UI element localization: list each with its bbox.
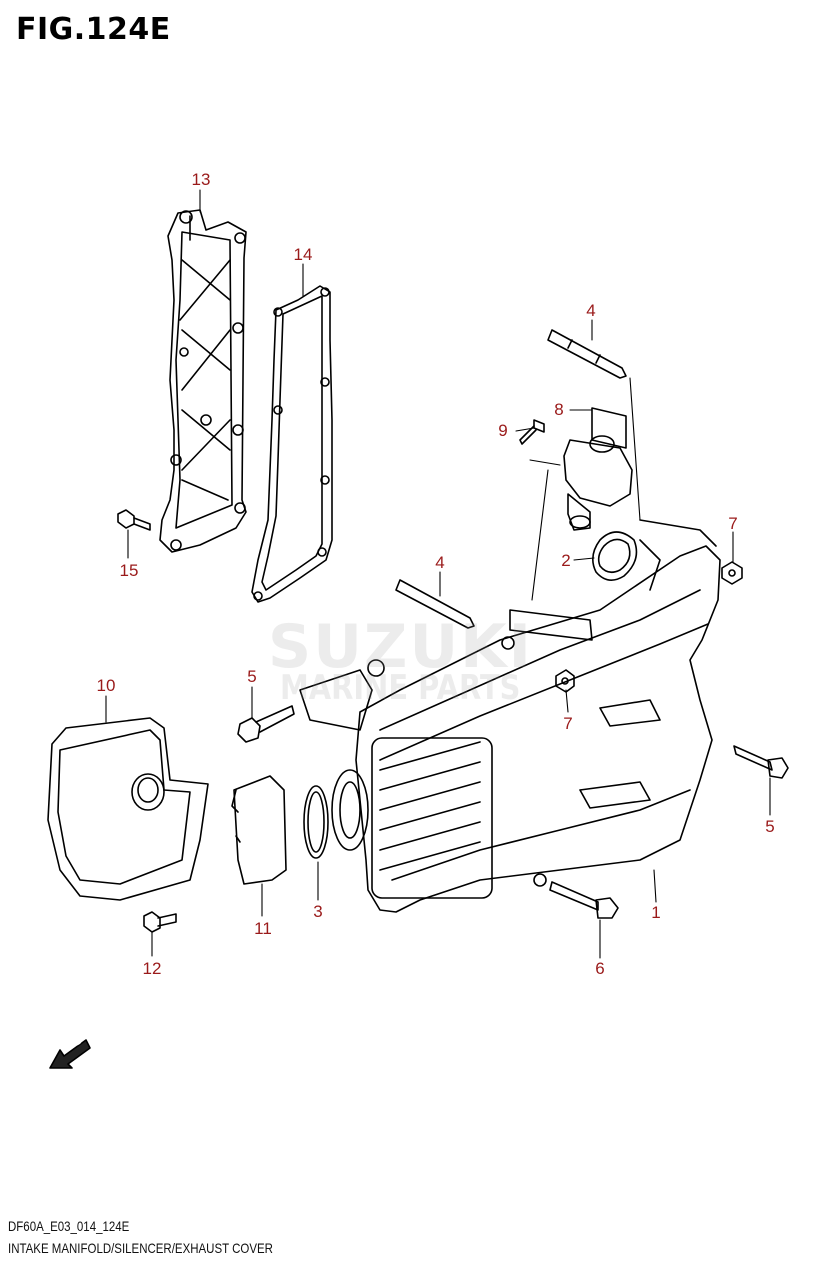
callout-9: 9 bbox=[498, 421, 508, 440]
o-ring-part-3 bbox=[303, 785, 329, 859]
figure-caption: INTAKE MANIFOLD/SILENCER/EXHAUST COVER bbox=[8, 1240, 273, 1256]
stud-part-4-upper bbox=[547, 329, 627, 379]
callout-4-upper: 4 bbox=[586, 301, 596, 320]
callout-7-lower: 7 bbox=[563, 714, 573, 733]
callout-15: 15 bbox=[119, 561, 139, 580]
exhaust-cover-part-13 bbox=[159, 209, 247, 553]
callout-13: 13 bbox=[191, 170, 211, 189]
callout-11: 11 bbox=[254, 919, 272, 938]
callout-12: 12 bbox=[142, 959, 162, 978]
gasket-part-14 bbox=[251, 285, 333, 603]
callout-2: 2 bbox=[561, 551, 571, 570]
callout-5-right: 5 bbox=[765, 817, 775, 836]
collar-part-11 bbox=[231, 775, 287, 885]
callout-5-left: 5 bbox=[247, 667, 257, 686]
figure-title: FIG.124E bbox=[16, 12, 171, 47]
callout-8: 8 bbox=[554, 400, 564, 419]
sensor-part-8 bbox=[563, 407, 633, 531]
bolt-part-15 bbox=[117, 509, 151, 531]
callout-7-upper: 7 bbox=[728, 514, 738, 533]
bolt-part-12 bbox=[143, 911, 177, 933]
screw-part-9 bbox=[519, 419, 545, 445]
callout-4-lower: 4 bbox=[435, 553, 445, 572]
bolt-part-5-right bbox=[733, 745, 789, 779]
leader-lines bbox=[105, 189, 771, 959]
silencer-part-10 bbox=[47, 717, 209, 901]
nut-part-7-lower bbox=[555, 669, 575, 693]
intake-manifold-part-1 bbox=[299, 519, 721, 913]
fwd-arrow-icon bbox=[49, 1039, 91, 1069]
callout-10: 10 bbox=[96, 676, 116, 695]
nut-part-7-upper bbox=[721, 561, 743, 585]
callout-14: 14 bbox=[293, 245, 313, 264]
callout-1: 1 bbox=[651, 903, 661, 922]
figure-code: DF60A_E03_014_124E bbox=[8, 1218, 130, 1234]
o-ring-part-2 bbox=[592, 531, 638, 581]
callout-3: 3 bbox=[313, 902, 323, 921]
bolt-part-5-left bbox=[237, 705, 295, 743]
bolt-part-6 bbox=[549, 881, 619, 919]
stud-part-4-lower bbox=[395, 579, 475, 629]
callout-6: 6 bbox=[595, 959, 605, 978]
